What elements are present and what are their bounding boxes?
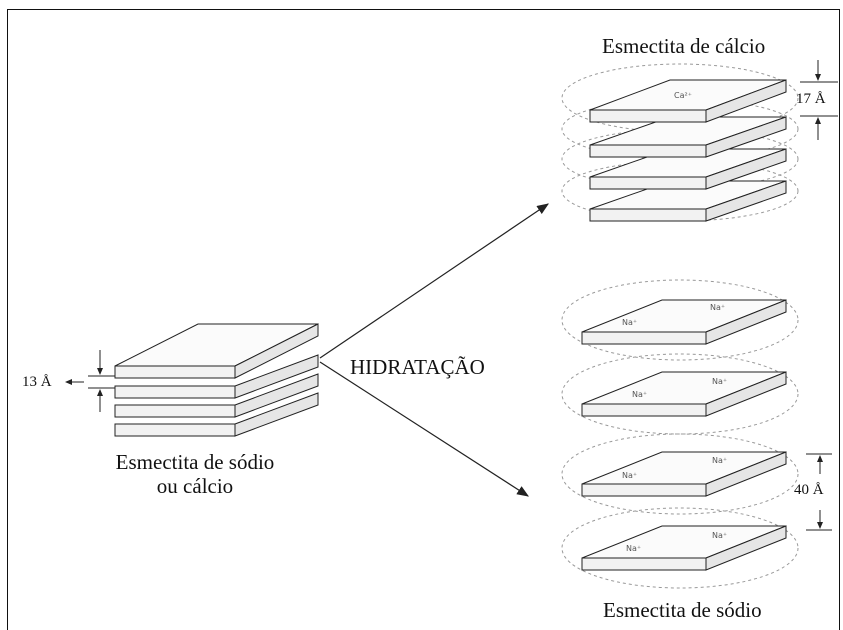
arrow-to-sodium: [319, 361, 530, 497]
origin-spacing-marker: [65, 350, 115, 412]
origin-layer-4: [114, 392, 319, 437]
arrow-to-calcium: [319, 203, 549, 359]
sodium-spacing-marker: [806, 453, 832, 531]
sodium-ion-label: Na⁺: [712, 531, 727, 540]
hydration-label: HIDRATAÇÃO: [350, 355, 485, 379]
sodium-clay-stack: [561, 279, 799, 589]
sodium-ion-label: Na⁺: [710, 303, 725, 312]
sodium-ion-label: Na⁺: [632, 390, 647, 399]
calcium-spacing-label: 17 Å: [796, 91, 826, 107]
sodium-ion-label: Na⁺: [622, 471, 637, 480]
origin-clay-stack: [114, 323, 319, 437]
sodium-spacing-label: 40 Å: [794, 482, 824, 498]
sodium-layer-3: [581, 451, 787, 497]
sodium-layer-1: [581, 299, 787, 345]
calcium-layer-3: [589, 148, 787, 190]
ion-labels: Ca²⁺ Na⁺ Na⁺ Na⁺ Na⁺ Na⁺ Na⁺ Na⁺ Na⁺: [622, 91, 727, 553]
calcium-smectite-title: Esmectita de cálcio: [602, 34, 766, 58]
origin-layer-3: [114, 373, 319, 418]
sodium-smectite-title: Esmectita de sódio: [603, 598, 762, 622]
sodium-layer-2: [581, 371, 787, 417]
origin-layer-1: [114, 323, 319, 379]
calcium-layer-1: [589, 79, 787, 123]
diagram-frame: [7, 9, 840, 630]
sodium-hydration-shells: [561, 279, 799, 589]
calcium-layer-4: [589, 180, 787, 222]
sodium-ion-label: Na⁺: [712, 456, 727, 465]
origin-layer-2: [114, 354, 319, 399]
calcium-layer-2: [589, 116, 787, 158]
origin-smectite-label: Esmectita de sódio ou cálcio: [80, 450, 310, 498]
frame-border: [7, 9, 840, 630]
sodium-ion-label: Na⁺: [712, 377, 727, 386]
calcium-spacing-marker: [800, 60, 838, 140]
sodium-layer-4: [581, 525, 787, 571]
sodium-ion-label: Na⁺: [626, 544, 641, 553]
sodium-ion-label: Na⁺: [622, 318, 637, 327]
calcium-ion-label: Ca²⁺: [674, 91, 692, 100]
origin-label-line-2: ou cálcio: [156, 474, 234, 499]
origin-spacing-label: 13 Å: [22, 374, 52, 390]
origin-label-line-1: Esmectita de sódio: [115, 450, 275, 474]
calcium-clay-stack: [561, 63, 799, 222]
hydration-arrows: [319, 203, 549, 497]
